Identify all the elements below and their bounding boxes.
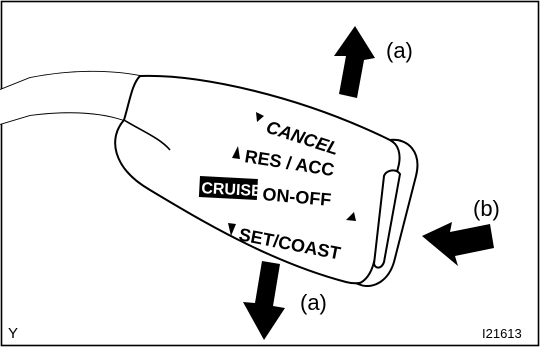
arrow-down-a (243, 261, 285, 340)
cancel-marker (256, 112, 264, 122)
cruise-label: CRUISE (201, 180, 263, 200)
corner-y-label: Y (8, 325, 18, 342)
arrow-a-bottom-label: (a) (300, 290, 327, 315)
set-coast-marker (228, 223, 236, 236)
arrow-b-label: (b) (473, 196, 500, 221)
end-cap-face (372, 169, 402, 269)
lever-collar (123, 119, 171, 151)
figure-id-label: I21613 (482, 326, 522, 341)
arrow-up-a (334, 26, 375, 98)
arrow-a-top-label: (a) (386, 38, 413, 63)
lever-body (114, 74, 406, 285)
on-off-marker (346, 212, 356, 221)
arrow-b (422, 222, 494, 266)
cruise-badge (198, 176, 258, 201)
lever-stalk-fill (0, 71, 140, 124)
res-acc-marker (232, 146, 240, 159)
